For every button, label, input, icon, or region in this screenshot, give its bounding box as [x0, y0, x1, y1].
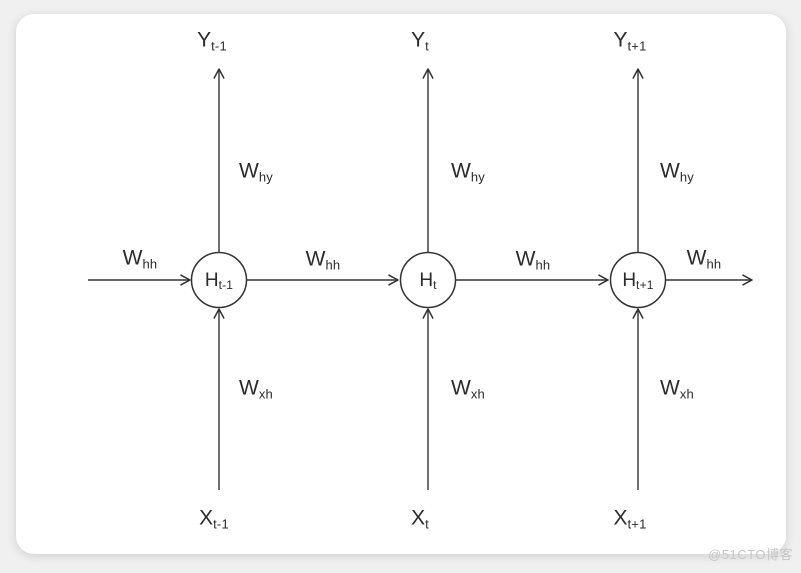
hidden-node-circle-t	[399, 251, 457, 309]
output-label-t-plus-1: Yt+1	[613, 28, 647, 54]
weight-label-whh-2-3: Whh	[515, 247, 551, 273]
weight-label-why-2: Why	[451, 159, 485, 185]
hidden-node-circle-t-minus-1	[190, 251, 248, 309]
weight-label-wxh-1: Wxh	[239, 376, 273, 402]
output-label-t: Yt	[411, 28, 429, 54]
weight-label-why-1: Why	[239, 159, 273, 185]
hidden-node-label-t-minus-1: Ht-1	[204, 269, 234, 293]
hidden-node-label-t: Ht	[419, 269, 437, 293]
watermark-51cto: @51CTO博客	[708, 547, 793, 562]
output-label-t-minus-1: Yt-1	[197, 28, 227, 54]
input-label-t-plus-1: Xt+1	[613, 506, 647, 532]
weight-label-whh-in: Whh	[122, 246, 158, 272]
weight-label-wxh-2: Wxh	[451, 376, 485, 402]
input-label-t: Xt	[411, 506, 429, 532]
weight-label-whh-out: Whh	[686, 246, 722, 272]
weight-label-whh-1-2: Whh	[305, 247, 341, 273]
hidden-node-circle-t-plus-1	[609, 251, 667, 309]
hidden-node-label-t-plus-1: Ht+1	[622, 269, 654, 293]
input-label-t-minus-1: Xt-1	[199, 506, 229, 532]
weight-label-wxh-3: Wxh	[660, 376, 694, 402]
weight-label-why-3: Why	[660, 159, 694, 185]
